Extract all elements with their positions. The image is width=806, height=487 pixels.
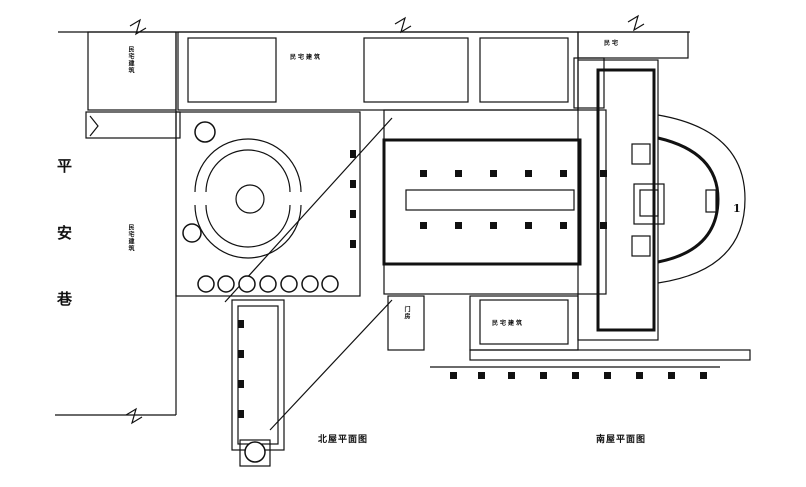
label-bottom-building: 民宅建筑 bbox=[492, 320, 525, 327]
tree bbox=[182, 223, 202, 243]
circular-garden bbox=[194, 138, 302, 259]
left-plan-caption: 北屋平面图 bbox=[318, 435, 369, 445]
lane-name-char-3: 巷 bbox=[57, 290, 73, 308]
apse-mark: 1 bbox=[733, 202, 741, 215]
tree bbox=[301, 275, 319, 293]
top-right-building bbox=[577, 31, 689, 59]
main-hall-outer bbox=[383, 109, 607, 295]
label-mid-left-building: 民宅建筑 bbox=[127, 224, 134, 252]
small-room bbox=[387, 295, 425, 351]
top-left-building bbox=[87, 31, 177, 111]
label-small-room: 门房 bbox=[403, 306, 410, 320]
tree bbox=[194, 121, 216, 143]
apse bbox=[657, 114, 746, 284]
lane-name-char-2: 安 bbox=[57, 224, 73, 242]
label-top-middle-building: 民宅建筑 bbox=[290, 54, 323, 61]
tree bbox=[259, 275, 277, 293]
tree bbox=[280, 275, 298, 293]
tree bbox=[321, 275, 339, 293]
label-top-left-building: 民宅建筑 bbox=[127, 46, 134, 74]
tree bbox=[217, 275, 235, 293]
tree bbox=[244, 441, 266, 463]
label-top-right-building: 民宅 bbox=[604, 40, 621, 47]
tree bbox=[238, 275, 256, 293]
break-mark bbox=[129, 18, 147, 36]
courtyard bbox=[175, 111, 361, 297]
break-mark bbox=[394, 16, 412, 34]
break-mark bbox=[125, 407, 143, 425]
top-building-frame bbox=[177, 31, 579, 111]
entry-passage bbox=[85, 111, 181, 139]
right-plan-caption: 南屋平面图 bbox=[596, 435, 647, 445]
tree bbox=[197, 275, 215, 293]
lane-name-char-1: 平 bbox=[57, 157, 73, 175]
transept bbox=[577, 59, 659, 341]
break-mark bbox=[627, 14, 645, 32]
